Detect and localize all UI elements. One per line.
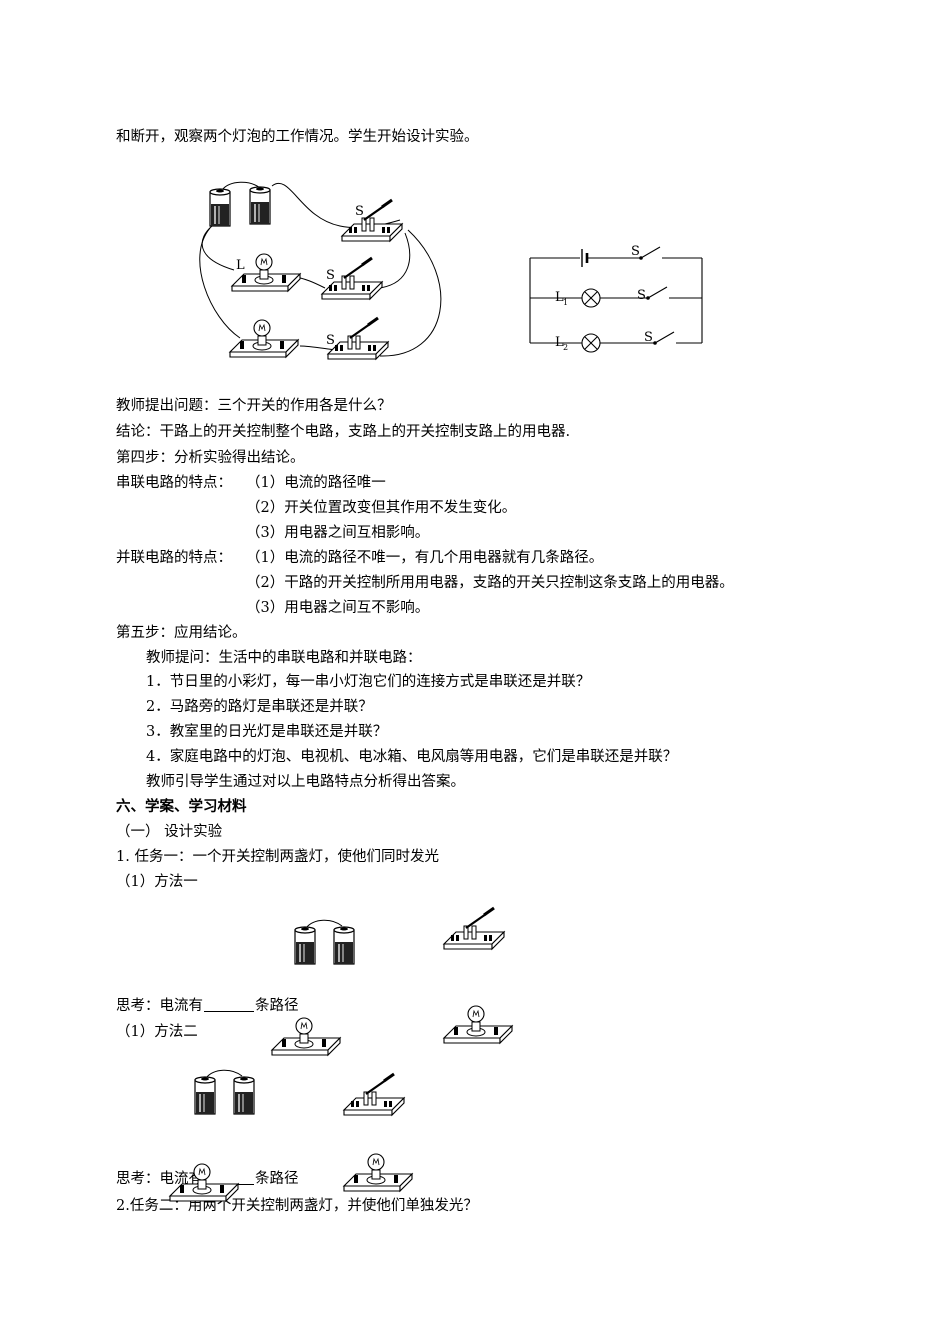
battery-1 xyxy=(209,188,231,227)
parallel-title: 并联电路的特点： xyxy=(116,550,232,566)
teacher-ask: 教师提问：生活中的串联电路和并联电路： xyxy=(146,650,422,666)
think-2-prefix: 思考：电流有 xyxy=(116,1171,203,1187)
intro-line: 和断开，观察两个灯泡的工作情况。学生开始设计实验。 xyxy=(116,129,479,145)
label-s-main: S xyxy=(355,204,364,219)
question-4: 4．家庭电路中的灯泡、电视机、电冰箱、电风扇等用电器，它们是串联还是并联？ xyxy=(146,749,678,765)
method2-batteries xyxy=(194,1069,255,1115)
section-6-heading: 六、学案、学习材料 xyxy=(116,798,247,815)
schematic-label-s: S xyxy=(631,244,640,259)
step5-line: 第五步：应用结论。 xyxy=(116,625,247,641)
method1-lamp-right xyxy=(443,1005,513,1044)
schematic-label-s2: S xyxy=(644,330,653,345)
method2-lamp-left xyxy=(169,1163,239,1202)
method2-lamp-right xyxy=(343,1153,413,1192)
series-point-2: （2）开关位置改变但其作用不发生变化。 xyxy=(246,500,517,516)
schematic-label-l1: L xyxy=(555,290,564,305)
method-1: （1）方法一 xyxy=(116,874,198,890)
teacher-guide: 教师引导学生通过对以上电路特点分析得出答案。 xyxy=(146,774,465,790)
method1-switch xyxy=(442,906,506,951)
series-title: 串联电路的特点： xyxy=(116,475,232,491)
branch-switch-2 xyxy=(326,316,390,361)
question-1: 1．节日里的小彩灯，每一串小灯泡它们的连接方式是串联还是并联？ xyxy=(146,674,591,690)
parallel-point-3: （3）用电器之间互不影响。 xyxy=(246,600,430,616)
think-1-suffix: 条路径 xyxy=(255,998,299,1014)
method2-switch xyxy=(342,1072,406,1117)
schematic-label-l2: L xyxy=(555,335,564,350)
think-2-suffix: 条路径 xyxy=(255,1171,299,1187)
parallel-point-2: （2）干路的开关控制所用用电器，支路的开关只控制这条支路上的用电器。 xyxy=(246,575,734,591)
series-point-3: （3）用电器之间互相影响。 xyxy=(246,525,430,541)
task-2: 2.任务二：用两个开关控制两盏灯，并使他们单独发光？ xyxy=(116,1198,478,1214)
answer-blank-1[interactable] xyxy=(204,996,254,1012)
label-s1: S xyxy=(326,268,335,283)
schematic-label-s1: S xyxy=(637,288,646,303)
think-question-1: 思考：电流有 条路径 xyxy=(116,996,299,1016)
main-switch xyxy=(340,198,404,243)
think-1-prefix: 思考：电流有 xyxy=(116,998,203,1014)
lamp-board-2 xyxy=(229,319,299,358)
battery-2 xyxy=(249,186,271,225)
task-1: 1. 任务一：一个开关控制两盏灯，使他们同时发光 xyxy=(116,849,439,865)
label-s2: S xyxy=(326,333,335,348)
schematic-sub-l1: 1 xyxy=(563,298,568,307)
label-l1: L xyxy=(236,258,245,273)
circuit-schematic: S S S L 1 L 2 xyxy=(529,244,703,353)
pictorial-parallel-circuit: S S S L xyxy=(199,181,442,361)
schematic-sub-l2: 2 xyxy=(563,343,568,352)
method-2: （1）方法二 xyxy=(116,1024,198,1040)
step4-line: 第四步：分析实验得出结论。 xyxy=(116,450,305,466)
method1-batteries xyxy=(294,919,355,965)
question-3: 3．教室里的日光灯是串联还是并联？ xyxy=(146,724,388,740)
subsection-1: （一） 设计实验 xyxy=(116,824,223,840)
parallel-point-1: （1）电流的路径不唯一，有几个用电器就有几条路径。 xyxy=(246,550,604,566)
question-2: 2．马路旁的路灯是串联还是并联？ xyxy=(146,699,373,715)
question-three-switches: 教师提出问题：三个开关的作用各是什么？ xyxy=(116,398,392,414)
method1-lamp-left xyxy=(271,1017,341,1056)
conclusion-line: 结论：干路上的开关控制整个电路，支路上的开关控制支路上的用电器. xyxy=(116,424,571,440)
series-point-1: （1）电流的路径唯一 xyxy=(246,475,386,491)
